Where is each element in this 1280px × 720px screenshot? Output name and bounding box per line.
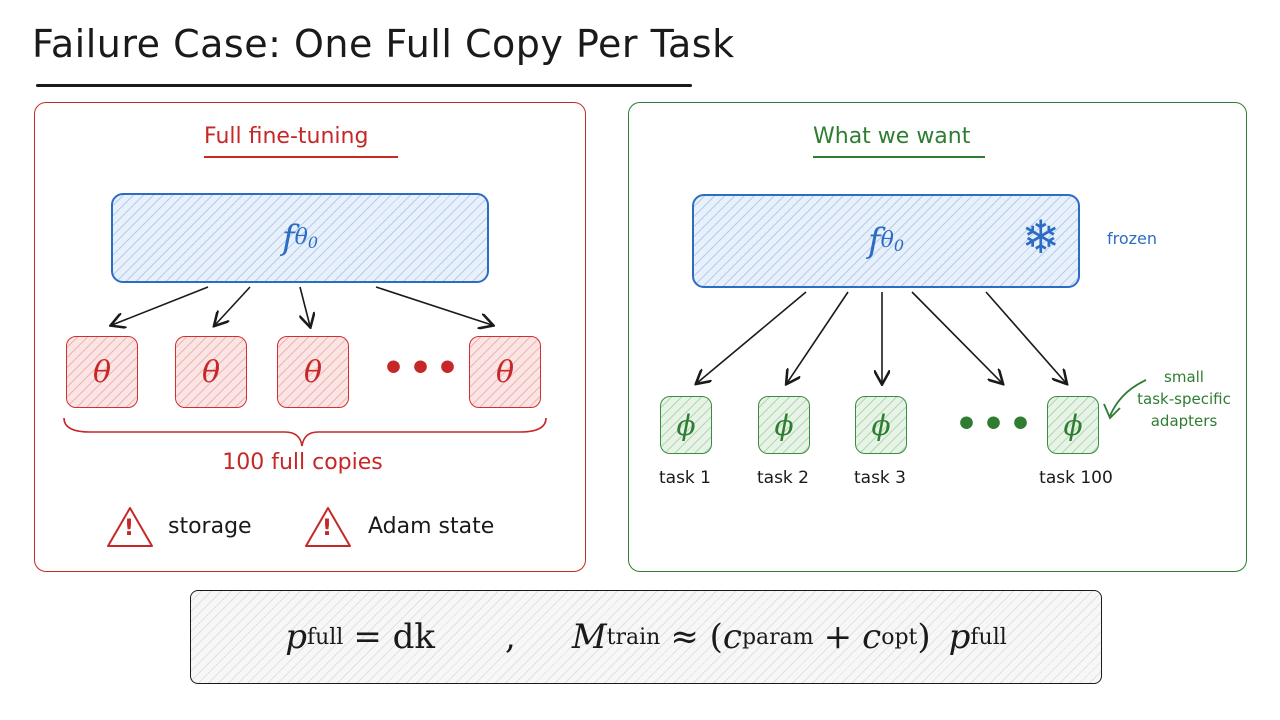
warning-glyph: !	[124, 516, 135, 541]
warning-adam-label: Adam state	[368, 514, 495, 539]
arrow-copy-2	[215, 286, 251, 325]
frozen-label: frozen	[1107, 229, 1158, 248]
param-copy-box: θ	[175, 336, 247, 408]
arrow-copy-1	[112, 286, 209, 325]
full-finetuning-panel	[34, 102, 586, 572]
adapter-note-line: small	[1164, 368, 1204, 386]
warning-icon	[107, 507, 153, 547]
warning-icon	[305, 507, 351, 547]
adapter-box: ϕ	[660, 396, 712, 454]
arrow-task-1	[697, 291, 807, 383]
title-underline	[36, 84, 692, 87]
arrow-copy-3	[300, 286, 310, 326]
copies-ellipsis: •••	[382, 348, 464, 389]
task-label: task 2	[756, 468, 809, 488]
adapters-ellipsis: •••	[955, 404, 1037, 445]
copies-brace	[63, 417, 547, 447]
warning-storage-label: storage	[168, 514, 252, 539]
copies-label: 100 full copies	[222, 450, 383, 475]
page-title: Failure Case: One Full Copy Per Task	[32, 22, 735, 66]
what-we-want-title: What we want	[813, 124, 971, 149]
task-label: task 100	[1039, 468, 1113, 488]
adapter-note-arrow	[1109, 379, 1147, 417]
arrow-task-100	[985, 291, 1066, 383]
full-finetuning-title: Full fine-tuning	[204, 124, 369, 149]
snowflake-icon: ❄	[1021, 210, 1060, 264]
warning-glyph: !	[322, 516, 333, 541]
param-copy-box: θ	[66, 336, 138, 408]
arrow-task-2	[787, 291, 849, 383]
full-finetuning-title-underline	[204, 156, 398, 158]
adapter-note-line: task-specific	[1137, 390, 1231, 408]
what-we-want-title-underline	[813, 156, 985, 158]
task-label: task 3	[853, 468, 906, 488]
arrow-task-extra	[911, 291, 1002, 383]
adapter-box: ϕ	[1047, 396, 1099, 454]
adapter-note: small task-specific adapters	[1122, 366, 1246, 432]
adapter-note-line: adapters	[1150, 412, 1218, 430]
task-label: task 1	[658, 468, 711, 488]
what-we-want-panel	[628, 102, 1247, 572]
param-copy-box: θ	[469, 336, 541, 408]
adapter-box: ϕ	[758, 396, 810, 454]
base-model-label: f	[281, 218, 295, 258]
frozen-model-label: f	[867, 221, 881, 261]
arrow-copy-100	[375, 286, 492, 325]
param-copy-box: θ	[277, 336, 349, 408]
adapter-box: ϕ	[855, 396, 907, 454]
